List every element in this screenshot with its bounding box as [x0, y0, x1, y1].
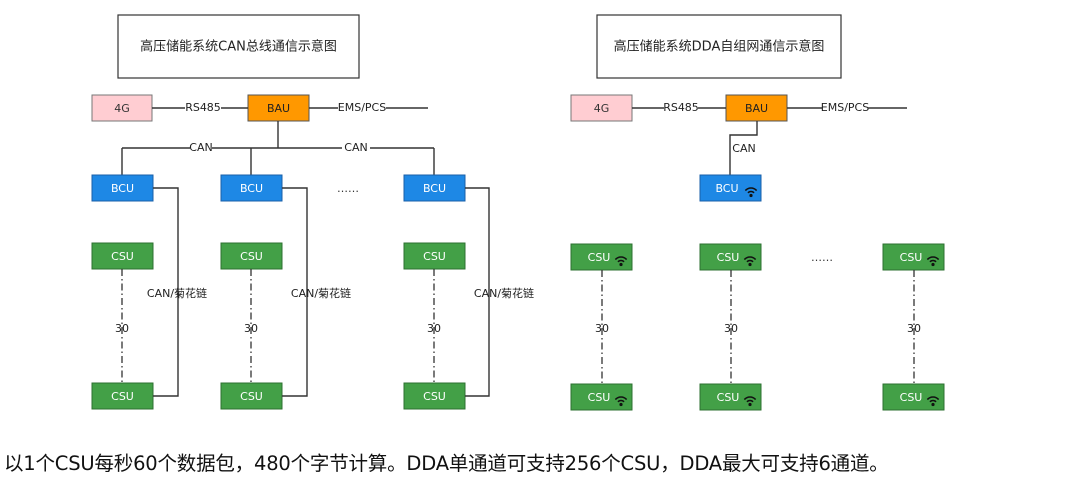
daisy-chain-line [153, 187, 179, 397]
csu-box-label: CSU [111, 390, 134, 403]
csu-box-label: CSU [240, 250, 263, 263]
csu-box-label: CSU [111, 250, 134, 263]
wifi-icon [743, 396, 757, 407]
bcu-box [91, 174, 154, 202]
right-bau-box-label: BAU [745, 102, 768, 115]
bcu-box [220, 174, 283, 202]
left-4g-box [91, 94, 153, 122]
csu-box-label: CSU [240, 390, 263, 403]
left-title: 高压储能系统CAN总线通信示意图 [140, 39, 337, 55]
left-ellipsis: …… [337, 182, 359, 195]
wifi-icon [614, 256, 628, 267]
csu-box-label: CSU [900, 251, 923, 264]
right-can-label: CAN [732, 142, 755, 155]
csu-count-label: 30 [595, 322, 609, 335]
left-ems-label: EMS/PCS [338, 101, 386, 114]
daisy-chain-line [465, 187, 490, 397]
daisy-chain-label: CAN/菊花链 [147, 286, 207, 300]
csu-box-label: CSU [588, 391, 611, 404]
csu-box [91, 382, 154, 410]
bcu-box-label: BCU [240, 182, 263, 195]
left-rs485-label: RS485 [185, 101, 221, 114]
csu-count-label: 30 [724, 322, 738, 335]
right-title-box [596, 14, 842, 79]
right-ems-label: EMS/PCS [821, 101, 869, 114]
csu-box-label: CSU [900, 391, 923, 404]
left-title-box [117, 14, 360, 79]
wifi-icon [926, 396, 940, 407]
right-rs485-label: RS485 [663, 101, 699, 114]
bcu-box-label: BCU [715, 182, 738, 195]
csu-count-label: 30 [244, 322, 258, 335]
csu-count-label: 30 [427, 322, 441, 335]
right-title: 高压储能系统DDA自组网通信示意图 [614, 39, 825, 55]
wifi-icon [743, 256, 757, 267]
bcu-box-label: BCU [111, 182, 134, 195]
csu-box [91, 242, 154, 270]
csu-box-label: CSU [423, 390, 446, 403]
csu-box-label: CSU [717, 391, 740, 404]
bcu-box-label: BCU [423, 182, 446, 195]
right-4g-box-label: 4G [594, 102, 610, 115]
daisy-chain-label: CAN/菊花链 [474, 286, 534, 300]
left-can-label-2: CAN [344, 141, 367, 154]
wifi-icon [744, 187, 758, 198]
csu-box-label: CSU [588, 251, 611, 264]
daisy-chain-label: CAN/菊花链 [291, 286, 351, 300]
right-ellipsis: …… [811, 251, 833, 264]
left-4g-box-label: 4G [114, 102, 130, 115]
csu-box-label: CSU [717, 251, 740, 264]
left-can-label-1: CAN [189, 141, 212, 154]
wifi-icon [926, 256, 940, 267]
csu-box-label: CSU [423, 250, 446, 263]
right-4g-box [570, 94, 633, 122]
csu-count-label: 30 [115, 322, 129, 335]
caption-text: 以1个CSU每秒60个数据包，480个字节计算。DDA单通道可支持256个CSU… [4, 452, 889, 475]
daisy-chain-line [282, 187, 308, 397]
csu-box [403, 242, 466, 270]
left-bau-box-label: BAU [267, 102, 290, 115]
csu-count-label: 30 [907, 322, 921, 335]
wifi-icon [614, 396, 628, 407]
can-link-line [729, 121, 758, 175]
